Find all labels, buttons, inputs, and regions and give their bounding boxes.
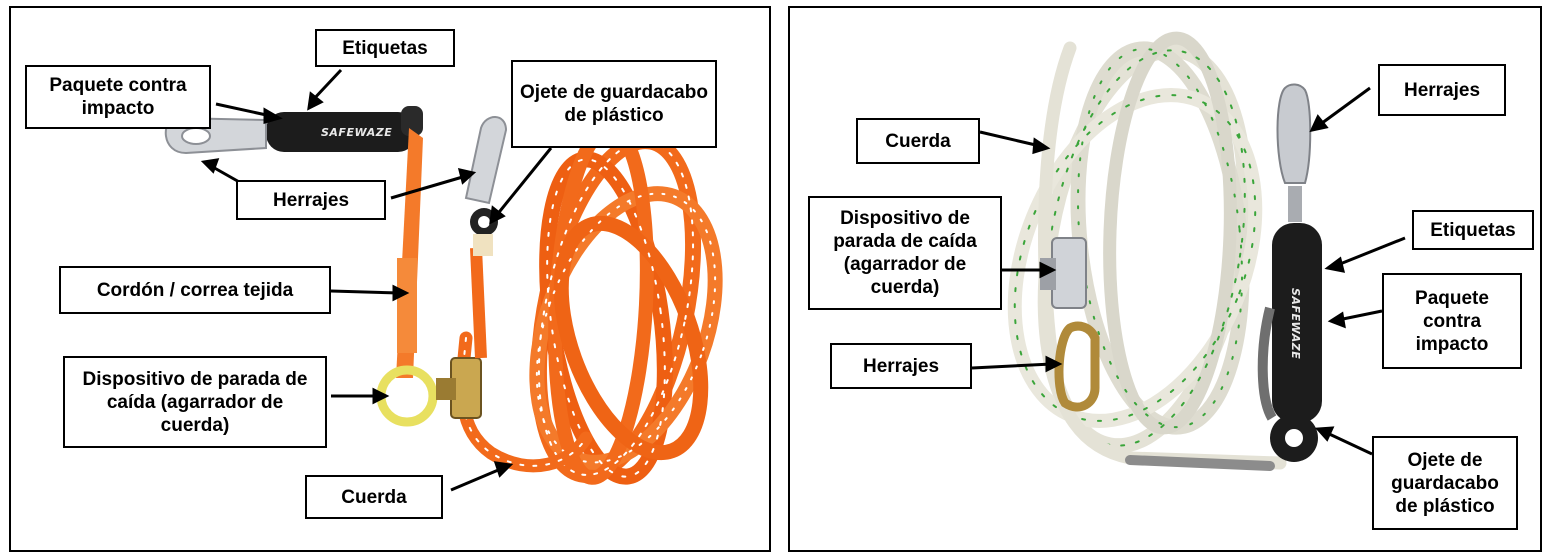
label-cuerda: Cuerda: [856, 118, 980, 164]
callout-arrows: [200, 68, 553, 492]
label-herrajes-bottom: Herrajes: [830, 343, 972, 389]
label-dispositivo-parada: Dispositivo de parada de caída (agarrado…: [808, 196, 1002, 310]
shock-absorber-pack: [1270, 223, 1322, 462]
callout-arrows: [971, 86, 1406, 456]
orange-rope-coil: [455, 121, 723, 485]
grey-webbing: [1257, 306, 1277, 421]
label-ojete-guardacabo: Ojete de guardacabo de plástico: [511, 60, 717, 148]
shock-pack-brand: SAFEWAZE: [1289, 288, 1302, 360]
brass-carabiner: [1054, 321, 1100, 412]
label-cuerda: Cuerda: [305, 475, 443, 519]
right-lifeline-illustration: [971, 31, 1406, 471]
label-paquete-contra-impacto: Paquete contra impacto: [1382, 273, 1522, 369]
label-herrajes-top: Herrajes: [1378, 64, 1506, 116]
label-paquete-contra-impacto: Paquete contra impacto: [25, 65, 211, 129]
center-snap-hook: [464, 116, 508, 256]
left-diagram-panel: SAFEWAZE Etiquetas Paquete contra impact…: [9, 6, 771, 552]
label-etiquetas: Etiquetas: [1412, 210, 1534, 250]
label-herrajes: Herrajes: [236, 180, 386, 220]
label-ojete-guardacabo: Ojete de guardacabo de plástico: [1372, 436, 1518, 530]
label-dispositivo-parada: Dispositivo de parada de caída (agarrado…: [63, 356, 327, 448]
white-rope-coil: [1007, 31, 1287, 471]
label-cordon-correa: Cordón / correa tejida: [59, 266, 331, 314]
orange-webbing: [396, 128, 423, 378]
rope-grab-device: [436, 357, 482, 419]
top-snap-hook: [1276, 83, 1312, 222]
right-diagram-panel: SAFEWAZE Cuerda Herrajes Dispositivo de …: [788, 6, 1542, 552]
label-etiquetas: Etiquetas: [315, 29, 455, 67]
shock-absorber-pack: [266, 106, 423, 152]
shock-pack-brand: SAFEWAZE: [321, 126, 393, 139]
